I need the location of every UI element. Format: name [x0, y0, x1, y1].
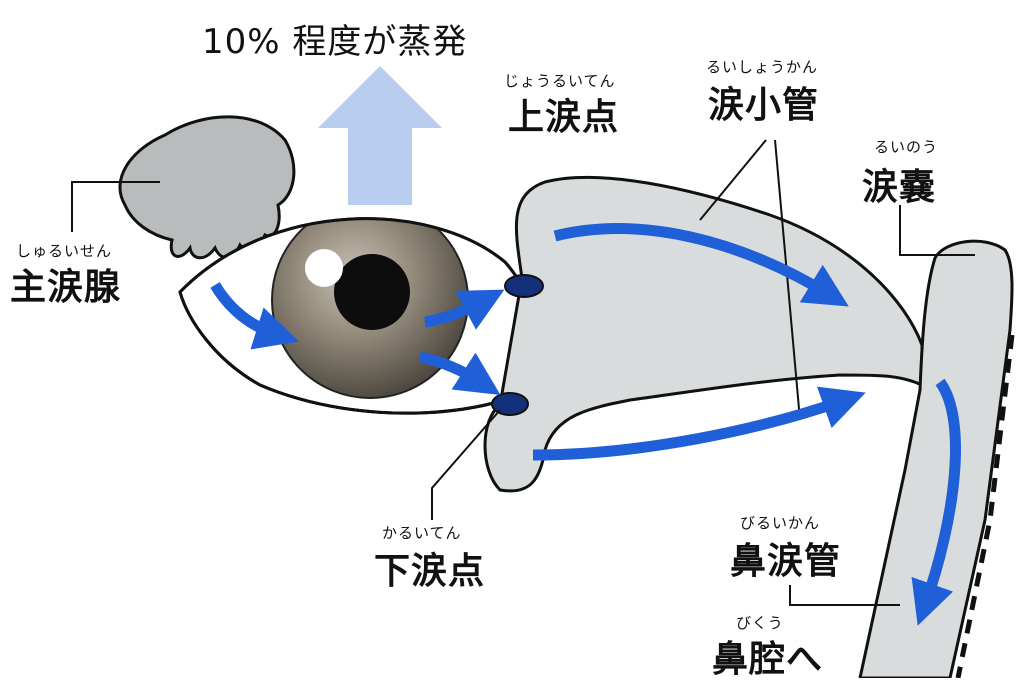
lower-punctum-ruby: かるいてん: [382, 524, 462, 542]
canaliculus-ruby: るいしょうかん: [706, 58, 819, 76]
lacrimal-sac-and-duct: [858, 239, 1014, 678]
canaliculus-label: 涙小管: [708, 85, 820, 126]
flow-arrow-duct: [911, 378, 961, 626]
flow-arrow-to-lower: [418, 351, 501, 395]
duct-leader: [789, 585, 900, 606]
main-gland-ruby: しゅるいせん: [16, 242, 113, 260]
upper-punctum-ruby: じょうるいてん: [504, 72, 616, 90]
nasal-cavity-ruby: びくう: [736, 614, 784, 632]
canaliculus-leader-1: [699, 139, 767, 221]
evaporation-arrow: [318, 66, 442, 205]
main-gland-leader: [71, 181, 160, 232]
flow-arrow-gland: [210, 282, 299, 350]
main-gland-label: 主涙腺: [10, 267, 122, 308]
nasolacrimal-duct-ruby: びるいかん: [740, 514, 821, 532]
upper-punctum-label: 上涙点: [508, 97, 620, 138]
lower-punctum-leader: [431, 409, 501, 520]
lower-punctum-label: 下涙点: [374, 551, 486, 592]
flow-arrow-lower-canal: [532, 386, 866, 461]
eye-highlight: [305, 249, 343, 287]
flow-arrow-to-upper: [424, 289, 505, 330]
lacrimal-canaliculi: [483, 175, 924, 493]
sac-leader: [899, 205, 975, 256]
nasal-cavity-label: 鼻腔へ: [712, 639, 824, 680]
nasolacrimal-duct-label: 鼻涙管: [730, 541, 842, 582]
canaliculus-leader-2: [774, 139, 801, 421]
sac-ruby: るいのう: [874, 138, 939, 156]
upper-punctum: [504, 274, 544, 298]
sac-label: 涙嚢: [862, 167, 937, 208]
pupil: [334, 254, 410, 330]
evaporation-label: 10% 程度が蒸発: [202, 22, 468, 62]
duct-dashed-edge: [955, 334, 1015, 678]
flow-arrow-upper-canal: [553, 223, 849, 307]
lower-punctum: [491, 392, 529, 416]
